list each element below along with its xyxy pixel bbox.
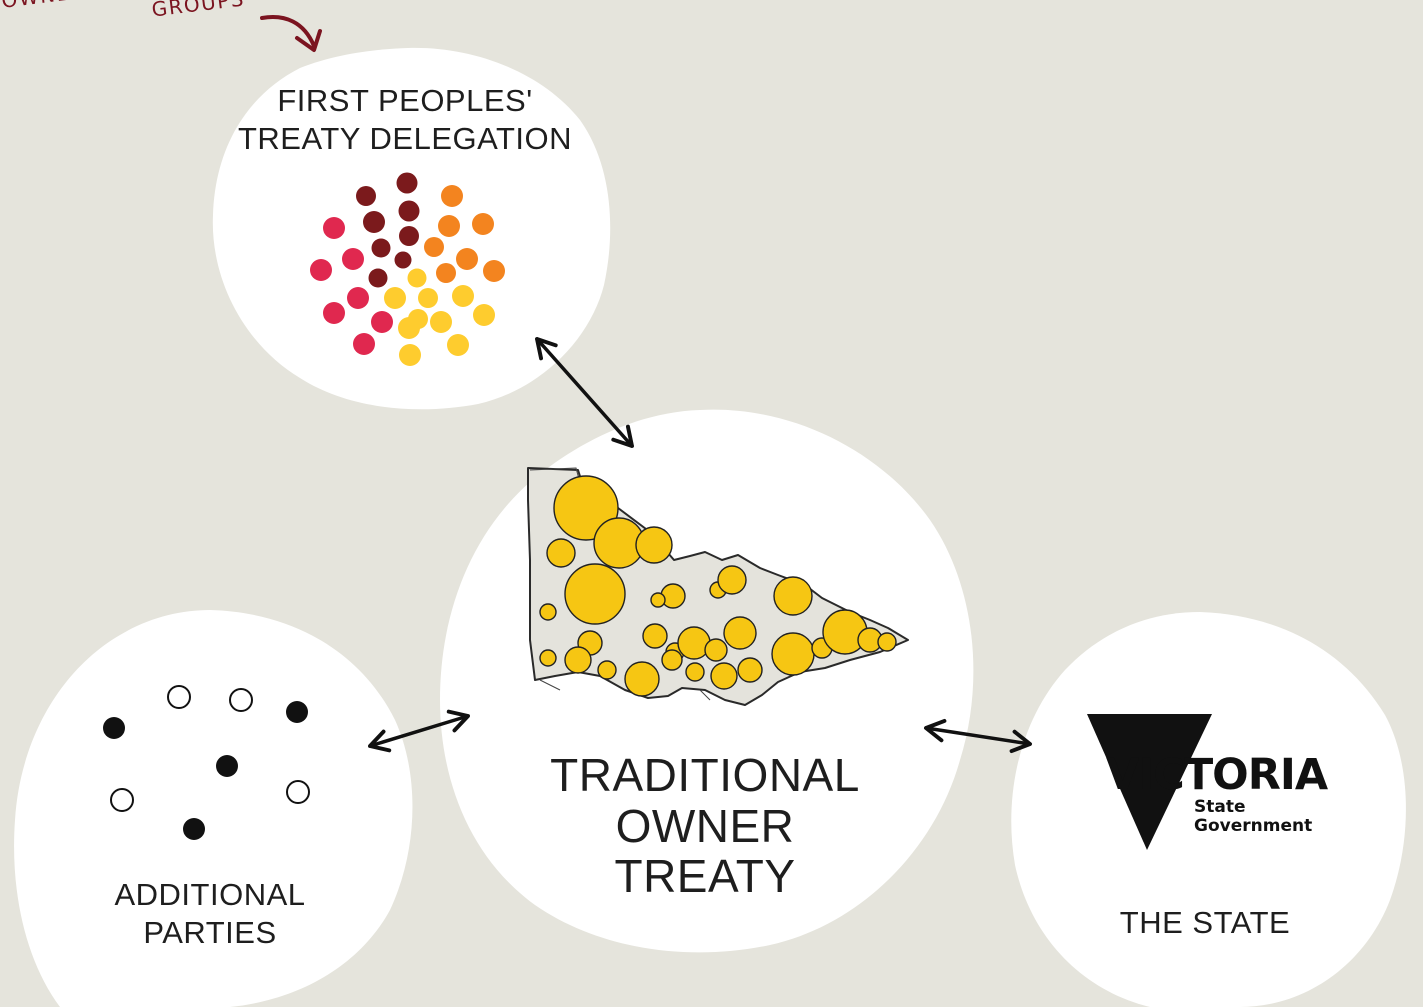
additional-label-line-2: PARTIES [143, 914, 277, 950]
note-arrowhead [295, 29, 322, 52]
arrow-treaty-state [924, 718, 1032, 754]
state-circle [1011, 612, 1406, 1007]
note-arrow [260, 15, 316, 48]
victoria-logo-subtitle: State Government [1194, 798, 1312, 835]
victoria-logo-government: Government [1194, 815, 1313, 836]
state-label-text: THE STATE [1119, 905, 1291, 940]
arrow-delegation-treaty [535, 337, 634, 448]
additional-parties-label: ADDITIONAL PARTIES [60, 876, 360, 952]
additional-label-line-1: ADDITIONAL [114, 877, 306, 912]
state-label: THE STATE [1080, 904, 1330, 942]
victoria-logo-state: State [1194, 797, 1246, 817]
victoria-logo-word: VICTORIA [1106, 750, 1328, 800]
treaty-label-line-3: TREATY [614, 850, 796, 903]
victoria-logo-triangle [1087, 714, 1212, 850]
treaty-label-line-1: TRADITIONAL [550, 749, 860, 801]
delegation-label: FIRST PEOPLES' TREATY DELEGATION [205, 82, 605, 158]
victoria-map [527, 467, 909, 706]
additional-dots [103, 685, 310, 840]
treaty-label-line-2: OWNER [615, 799, 795, 852]
delegation-dots [310, 172, 505, 366]
arrow-additional-treaty [368, 709, 470, 753]
delegation-label-line-1: FIRST PEOPLES' [277, 83, 533, 118]
delegation-label-line-2: TREATY DELEGATION [237, 120, 573, 156]
additional-circle [14, 610, 413, 1007]
treaty-label: TRADITIONAL OWNER TREATY [480, 750, 930, 902]
